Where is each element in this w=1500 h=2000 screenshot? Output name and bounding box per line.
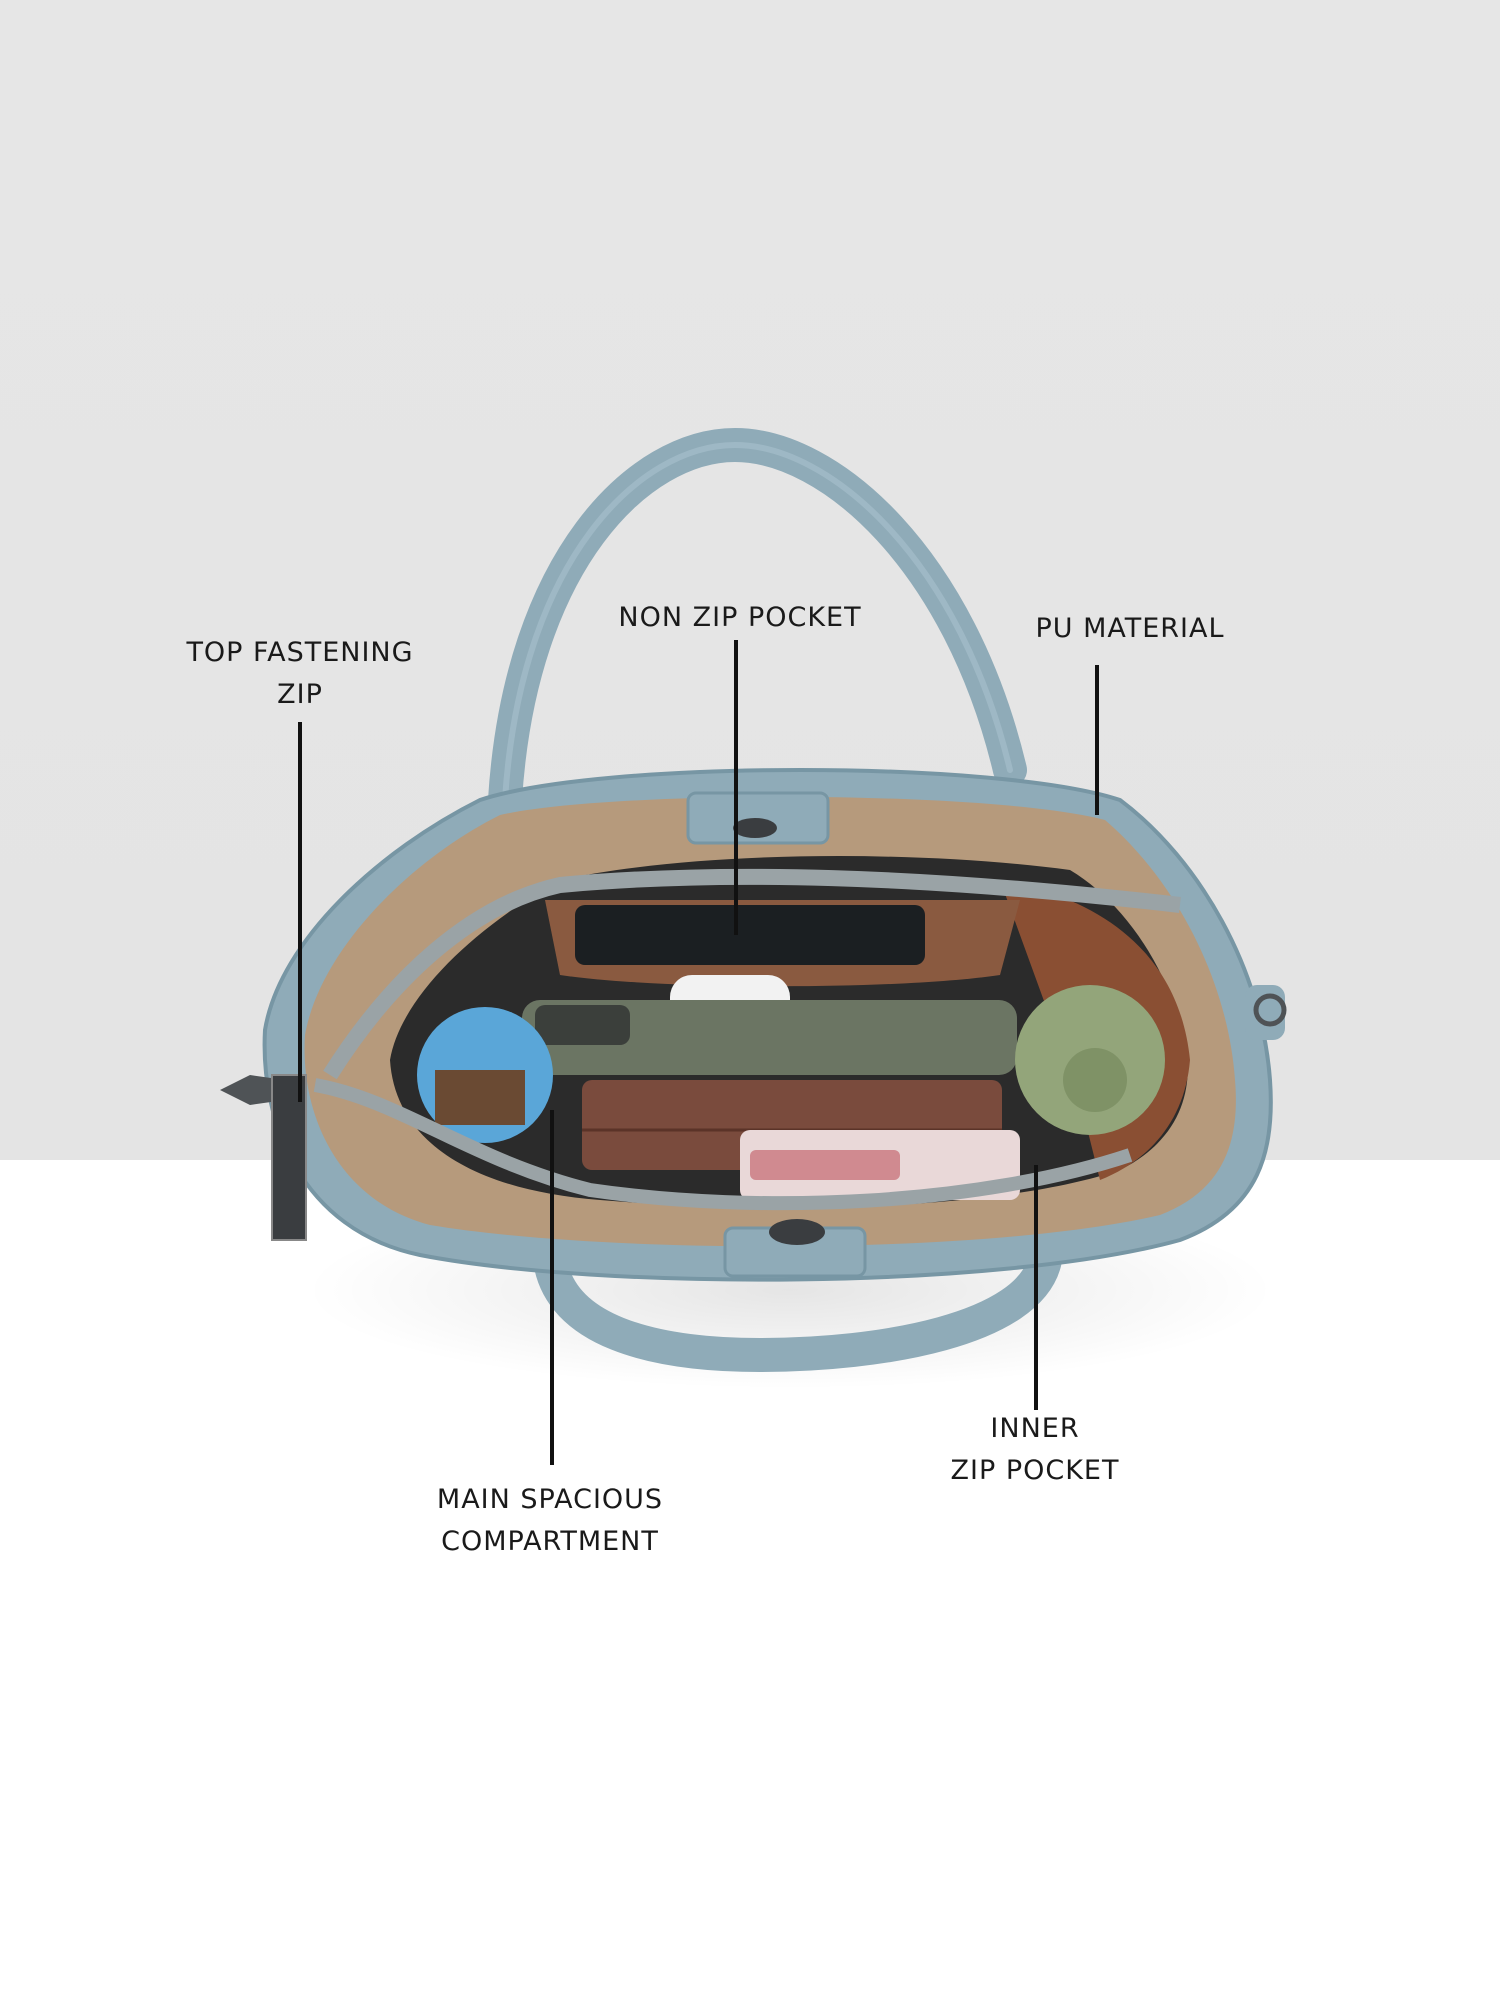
callout-non-zip-pocket: NON ZIP POCKET: [618, 602, 862, 633]
inner-zip: [313, 1078, 1133, 1211]
leader-top-fastening-zip: [298, 722, 302, 1102]
callout-main-spacious-compartment: MAIN SPACIOUS COMPARTMENT: [436, 1484, 664, 1557]
callout-top-fastening-zip: TOP FASTENING ZIP: [186, 637, 414, 710]
backdrop-floor: [0, 1160, 1500, 2000]
leader-pu-material: [1095, 665, 1099, 815]
leader-inner-zip-pocket: [1034, 1165, 1038, 1410]
phone: [522, 1000, 1017, 1075]
callout-pu-material: PU MATERIAL: [1035, 613, 1225, 644]
bottom-handle: [533, 1243, 1062, 1373]
callout-inner-zip-pocket: INNER ZIP POCKET: [950, 1413, 1120, 1486]
zip-pull: [220, 1075, 285, 1105]
top-snap-tab: [686, 791, 830, 845]
side-strap-loop: [1245, 985, 1285, 1040]
zip-tag: [271, 1074, 307, 1241]
leader-main-spacious-compartment: [550, 1110, 554, 1465]
leader-non-zip-pocket: [734, 640, 738, 935]
top-zip: [323, 868, 1181, 1080]
